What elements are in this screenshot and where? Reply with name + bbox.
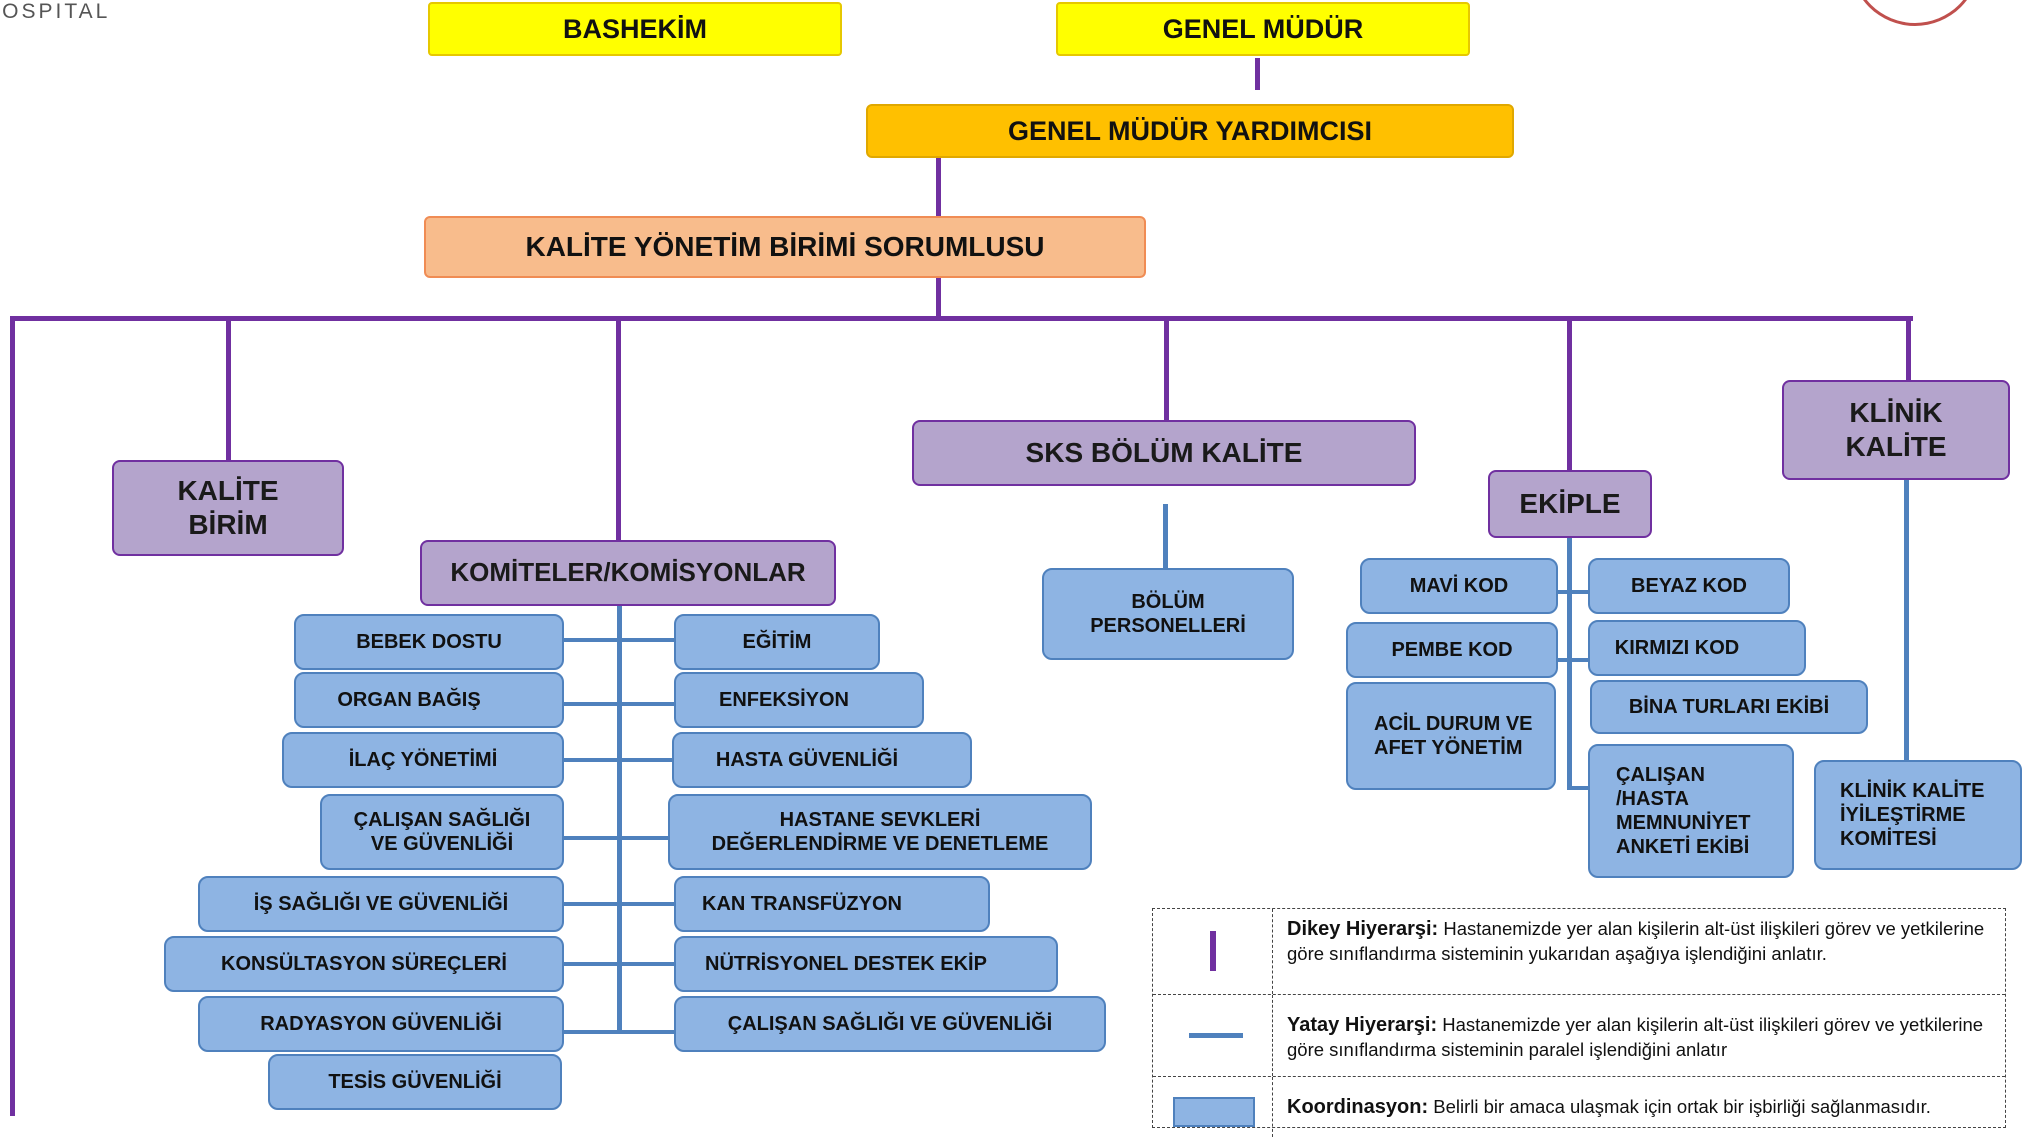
legend-row-yatay: Yatay Hiyerarşi: Hastanemizde yer alan k… <box>1153 995 2005 1077</box>
bashekim-box: BASHEKİM <box>428 2 842 56</box>
kalite-birim-box: KALİTE BİRİM <box>112 460 344 556</box>
mavi-kod-box: MAVİ KOD <box>1360 558 1558 614</box>
kirmizi-kod-box: KIRMIZI KOD <box>1588 620 1806 676</box>
line-sks-to-personel <box>1163 504 1168 570</box>
pembe-kod-box: PEMBE KOD <box>1346 622 1558 678</box>
line-komiteler-branch-3 <box>562 758 676 762</box>
line-klinik-to-komite <box>1904 478 1909 762</box>
komiteler-box: KOMİTELER/KOMİSYONLAR <box>420 540 836 606</box>
line-komiteler-branch-1 <box>562 638 676 642</box>
line-komiteler-branch-6 <box>562 962 676 966</box>
line-komiteler-branch-7 <box>562 1030 676 1034</box>
legend-koordinasyon-text: Koordinasyon: Belirli bir amaca ulaşmak … <box>1287 1096 1931 1118</box>
line-left-edge <box>10 316 15 1116</box>
komite-ilac-yonetimi: İLAÇ YÖNETİMİ <box>282 732 564 788</box>
komite-hastane-sevkleri: HASTANE SEVKLERİ DEĞERLENDİRME VE DENETL… <box>668 794 1092 870</box>
beyaz-kod-box: BEYAZ KOD <box>1588 558 1790 614</box>
horizontal-line-symbol-icon <box>1189 1033 1243 1038</box>
komite-kan-transfuzyon: KAN TRANSFÜZYON <box>674 876 990 932</box>
genel-mudur-box: GENEL MÜDÜR <box>1056 2 1470 56</box>
komite-bebek-dostu: BEBEK DOSTU <box>294 614 564 670</box>
legend-row-dikey: Dikey Hiyerarşi: Hastanemizde yer alan k… <box>1153 909 2005 995</box>
line-to-ekiple <box>1567 316 1572 472</box>
legend-row-koordinasyon: Koordinasyon: Belirli bir amaca ulaşmak … <box>1153 1077 2005 1137</box>
genel-mudur-yardimcisi-box: GENEL MÜDÜR YARDIMCISI <box>866 104 1514 158</box>
komite-radyasyon: RADYASYON GÜVENLİĞİ <box>198 996 564 1052</box>
komite-enfeksiyon: ENFEKSİYON <box>674 672 924 728</box>
komite-egitim: EĞİTİM <box>674 614 880 670</box>
komite-organ-bagis: ORGAN BAĞIŞ <box>294 672 564 728</box>
line-to-klinik <box>1906 316 1911 382</box>
line-to-kalite-birim <box>226 316 231 462</box>
legend-table: Dikey Hiyerarşi: Hastanemizde yer alan k… <box>1152 908 2006 1137</box>
legend-yatay-text: Yatay Hiyerarşi: Hastanemizde yer alan k… <box>1287 1014 1984 1060</box>
line-ekiple-branch-2 <box>1556 658 1590 662</box>
hospital-logo-text: HOSPITAL <box>0 0 111 23</box>
acil-durum-box: ACİL DURUM VE AFET YÖNETİM <box>1346 682 1556 790</box>
ministry-seal-icon <box>1850 0 1980 26</box>
komite-calisan-sagligi-2: ÇALIŞAN SAĞLIĞI VE GÜVENLİĞİ <box>674 996 1106 1052</box>
line-to-sks <box>1164 316 1169 422</box>
bina-turlari-box: BİNA TURLARI EKİBİ <box>1590 680 1868 734</box>
line-komiteler-branch-2 <box>562 702 676 706</box>
line-komiteler-branch-5 <box>562 902 676 906</box>
klinik-kalite-box: KLİNİK KALİTE <box>1782 380 2010 480</box>
komite-nutrisyonel: NÜTRİSYONEL DESTEK EKİP <box>674 936 1058 992</box>
line-komiteler-spine <box>617 604 622 1034</box>
bolum-personelleri-box: BÖLÜM PERSONELLERİ <box>1042 568 1294 660</box>
line-ekiple-spine <box>1567 536 1572 790</box>
line-komiteler-branch-4 <box>562 836 676 840</box>
kalite-yonetim-box: KALİTE YÖNETİM BİRİMİ SORUMLUSU <box>424 216 1146 278</box>
line-ekiple-branch-1 <box>1556 590 1590 594</box>
komite-hasta-guvenligi: HASTA GÜVENLİĞİ <box>672 732 972 788</box>
komite-konsultasyon: KONSÜLTASYON SÜREÇLERİ <box>164 936 564 992</box>
komite-tesis: TESİS GÜVENLİĞİ <box>268 1054 562 1110</box>
sks-bolum-kalite-box: SKS BÖLÜM KALİTE <box>912 420 1416 486</box>
vertical-line-symbol-icon <box>1210 931 1216 971</box>
komite-calisan-sagligi: ÇALIŞAN SAĞLIĞI VE GÜVENLİĞİ <box>320 794 564 870</box>
line-gmy-to-kalite <box>936 156 941 218</box>
komite-is-sagligi: İŞ SAĞLIĞI VE GÜVENLİĞİ <box>198 876 564 932</box>
line-to-komiteler <box>616 316 621 542</box>
ekiple-box: EKİPLE <box>1488 470 1652 538</box>
klinik-kalite-iyilestirme-box: KLİNİK KALİTE İYİLEŞTİRME KOMİTESİ <box>1814 760 2022 870</box>
calisan-hasta-memnuniyet-box: ÇALIŞAN /HASTA MEMNUNİYET ANKETİ EKİBİ <box>1588 744 1794 878</box>
line-ekiple-branch-3 <box>1567 786 1589 790</box>
line-gm-to-gmy <box>1255 58 1260 90</box>
coordination-box-symbol-icon <box>1173 1097 1255 1127</box>
line-main-bus <box>10 316 1913 321</box>
legend-dikey-text: Dikey Hiyerarşi: Hastanemizde yer alan k… <box>1287 918 1985 964</box>
line-kalite-to-bus <box>936 276 941 320</box>
